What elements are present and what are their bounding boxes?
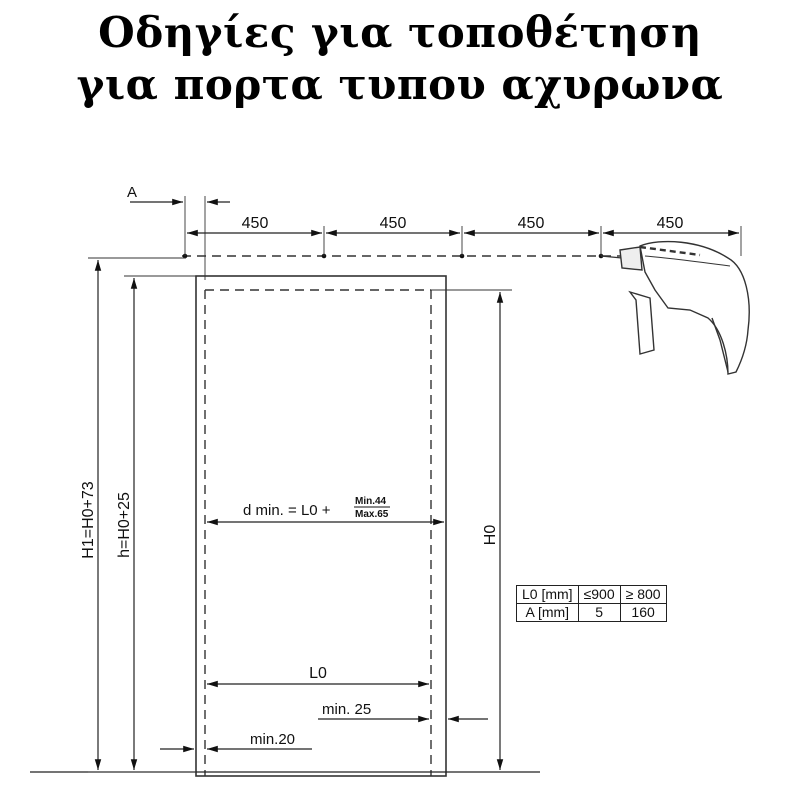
table-row: A [mm] 5 160 — [516, 603, 667, 622]
table-row: L0 [mm] ≤900 ≥ 800 — [516, 585, 667, 604]
min25-label: min. 25 — [322, 701, 371, 718]
table-cell: 5 — [577, 603, 621, 622]
h1-dimension: H1=H0+73 — [80, 257, 196, 773]
table-cell: 160 — [619, 603, 667, 622]
h1-label: H1=H0+73 — [80, 481, 97, 558]
table-cell: L0 [mm] — [516, 585, 579, 604]
d-min-dimension: d min. = L0 + Min.44 Max.65 — [207, 496, 444, 526]
d-min-label: d min. = L0 + — [243, 502, 331, 519]
h-dimension: h=H0+25 — [116, 275, 196, 770]
spacing-label-1: 450 — [242, 215, 269, 232]
hole-spacing-dimensions: 450 450 450 450 — [187, 215, 742, 256]
spacing-label-4: 450 — [657, 215, 684, 232]
min25-dimension: min. 25 — [318, 701, 488, 723]
d-min-upper: Min.44 — [355, 496, 387, 507]
spec-table: L0 [mm] ≤900 ≥ 800 A [mm] 5 160 — [516, 585, 667, 622]
a-dimension-label: A — [127, 184, 137, 201]
table-cell: ≥ 800 — [619, 585, 667, 604]
d-min-lower: Max.65 — [355, 509, 389, 520]
l0-dimension: L0 — [207, 665, 429, 688]
title-line-1: Οδηγίες για τοποθέτηση — [98, 8, 702, 57]
title-line-2: για πορτα τυπου αχυρωνα — [76, 60, 724, 109]
h0-label: H0 — [482, 525, 499, 546]
table-cell: A [mm] — [516, 603, 579, 622]
table-cell: ≤900 — [577, 585, 621, 604]
h-label: h=H0+25 — [116, 492, 133, 558]
spacing-label-2: 450 — [380, 215, 407, 232]
door-panel-outline — [195, 275, 447, 777]
a-dimension: A — [127, 184, 230, 280]
spacing-label-3: 450 — [518, 215, 545, 232]
door-opening-dashed — [204, 289, 432, 776]
l0-label: L0 — [309, 665, 327, 682]
min20-label: min.20 — [250, 731, 295, 748]
min20-dimension: min.20 — [160, 731, 312, 753]
drill-icon — [600, 240, 750, 375]
h0-dimension: H0 — [431, 289, 512, 770]
